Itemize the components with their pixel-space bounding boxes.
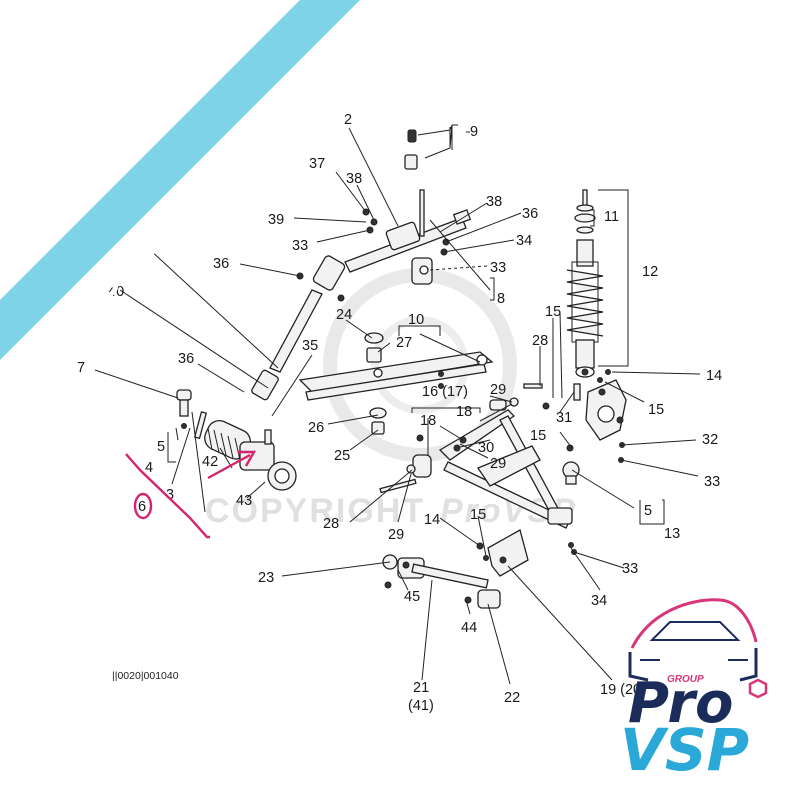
callout-25: 25: [334, 448, 350, 464]
callout-44: 44: [461, 620, 477, 636]
callout-22: 22: [504, 690, 520, 706]
callout-43: 43: [236, 493, 252, 509]
callout-40: 40: [108, 284, 124, 300]
highlight-arrow-head: [238, 450, 257, 467]
highlight-bracket: [125, 453, 210, 539]
callout-4: 4: [145, 460, 153, 476]
callout-12: 12: [642, 264, 658, 280]
callout-15-right: 15: [648, 402, 664, 418]
part-numbers: 2 9 37 38 38 39 33 36 34 33 8 11 12 36 4…: [77, 112, 722, 714]
callout-15-mid: 15: [530, 428, 546, 444]
callout-7: 7: [77, 360, 85, 376]
callout-23: 23: [258, 570, 274, 586]
coil-over-shock: [566, 189, 604, 378]
callout-42: 42: [202, 454, 218, 470]
callout-27: 27: [396, 335, 412, 351]
callout-38-left: 38: [346, 171, 362, 187]
callout-18-right: 18: [456, 404, 472, 420]
callout-16-17: 16 (17): [422, 384, 468, 400]
background-watermark: COPYRIGHT ProVSP: [205, 268, 575, 530]
outer-tie-rod: [176, 389, 208, 440]
callout-34-bottom: 34: [591, 593, 607, 609]
highlight-circle: [133, 492, 153, 520]
watermark-copyright: COPYRIGHT: [205, 492, 425, 530]
callout-28-bottom: 28: [323, 516, 339, 532]
callout-36-top-right: 36: [522, 206, 538, 222]
highlight-annotations: [125, 450, 257, 539]
steering-column-upper: [344, 209, 472, 273]
highlight-arrow-shaft: [207, 453, 251, 480]
callout-45: 45: [404, 589, 420, 605]
callout-32: 32: [702, 432, 718, 448]
wheel-knuckle: [573, 369, 627, 441]
callout-9: 9: [470, 124, 478, 140]
callout-30: 30: [478, 440, 494, 456]
callout-26: 26: [308, 420, 324, 436]
logo-brand-top: Pro: [628, 671, 733, 736]
callout-15-top: 15: [545, 304, 561, 320]
callout-33-top: 33: [292, 238, 308, 254]
callout-33-right: 33: [704, 474, 720, 490]
callout-35: 35: [302, 338, 318, 354]
callout-19-20: 19 (20): [600, 682, 646, 698]
callout-6: 6: [138, 499, 146, 515]
lower-a-arm: [412, 409, 573, 529]
bracket: [487, 529, 529, 577]
bushings: [364, 332, 444, 435]
diagram-reference: ||0020|001040: [112, 670, 179, 682]
callout-39: 39: [268, 212, 284, 228]
callout-29-bottom: 29: [388, 527, 404, 543]
callout-38-right: 38: [486, 194, 502, 210]
callout-31: 31: [556, 410, 572, 426]
callout-29-top: 29: [490, 382, 506, 398]
callout-24: 24: [336, 307, 352, 323]
logo-brand-bottom: VSP: [620, 716, 749, 784]
drag-link: [382, 554, 501, 609]
callout-14-right: 14: [706, 368, 722, 384]
callout-2: 2: [344, 112, 352, 128]
callout-33-upper-right: 33: [490, 260, 506, 276]
leader-lines: [94, 124, 701, 685]
logo-hex-icon: [748, 678, 768, 699]
ball-joint: [562, 442, 625, 485]
callout-33-bottom: 33: [622, 561, 638, 577]
callout-5-right: 5: [644, 503, 652, 519]
callout-10: 10: [408, 312, 424, 328]
callout-3: 3: [166, 487, 174, 503]
callout-34-top: 34: [516, 233, 532, 249]
callout-29-mid: 29: [490, 456, 506, 472]
provsp-logo: GROUP Pro VSP: [620, 598, 768, 784]
callout-13: 13: [664, 526, 680, 542]
callout-8: 8: [497, 291, 505, 307]
callout-11: 11: [604, 209, 619, 225]
banner-url: pro-piece-vsp.com: [56, 65, 326, 335]
callout-18-left: 18: [420, 413, 436, 429]
callout-21: 21: [413, 680, 429, 696]
callout-36-left: 36: [213, 256, 229, 272]
callout-28-right: 28: [532, 333, 548, 349]
callout-5-left: 5: [157, 439, 165, 455]
callout-36-mid: 36: [178, 351, 194, 367]
callout-14-bottom: 14: [424, 512, 440, 528]
callout-41: (41): [408, 698, 434, 714]
car-silhouette-icon: [628, 598, 758, 682]
callout-37: 37: [309, 156, 325, 172]
logo-group-label: GROUP: [667, 674, 704, 685]
callout-15-bottom: 15: [470, 507, 486, 523]
